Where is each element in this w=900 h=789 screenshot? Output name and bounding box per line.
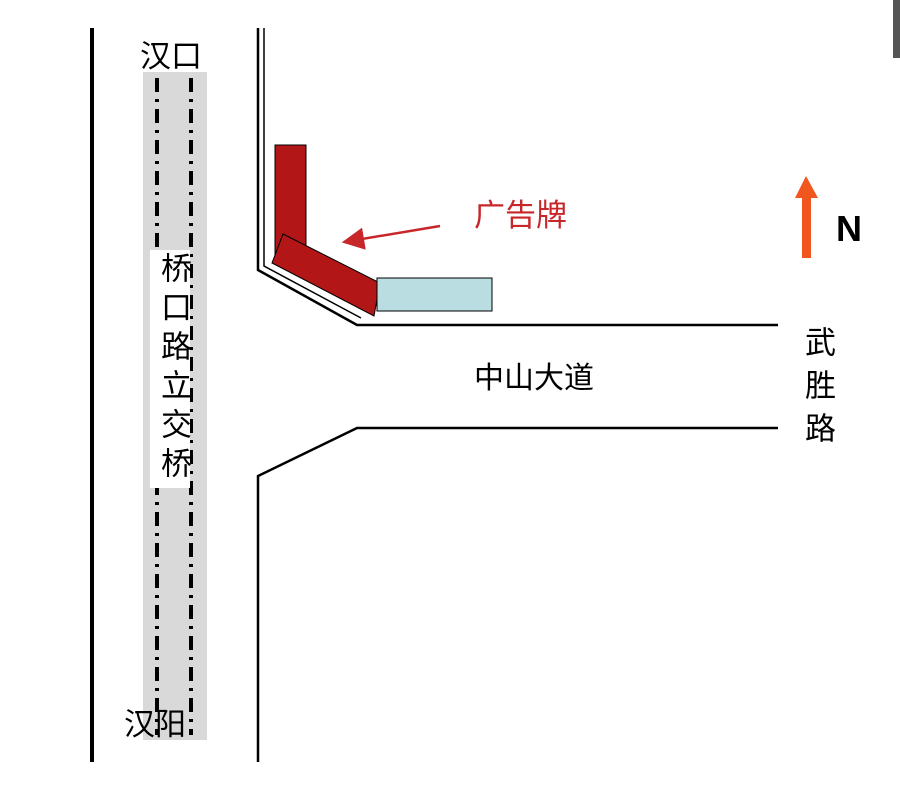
label-billboard: 广告牌 bbox=[474, 198, 567, 234]
arrow-up-icon bbox=[795, 176, 818, 258]
label-north: N bbox=[836, 208, 862, 249]
east-road-edge-north bbox=[256, 28, 778, 327]
label-cross-road: 武胜路 bbox=[799, 326, 835, 455]
east-road-curb bbox=[263, 28, 362, 319]
label-north-end: 汉口 bbox=[140, 39, 202, 75]
east-road-edge-south bbox=[256, 426, 778, 762]
billboard-extension bbox=[376, 277, 493, 312]
label-south-end: 汉阳 bbox=[124, 707, 186, 743]
billboard-diagonal bbox=[271, 233, 381, 317]
corner-mark bbox=[893, 0, 900, 58]
label-avenue: 中山大道 bbox=[474, 361, 594, 396]
billboard-pointer-icon bbox=[341, 224, 441, 250]
label-bridge: 桥口路立交桥 bbox=[150, 250, 191, 488]
